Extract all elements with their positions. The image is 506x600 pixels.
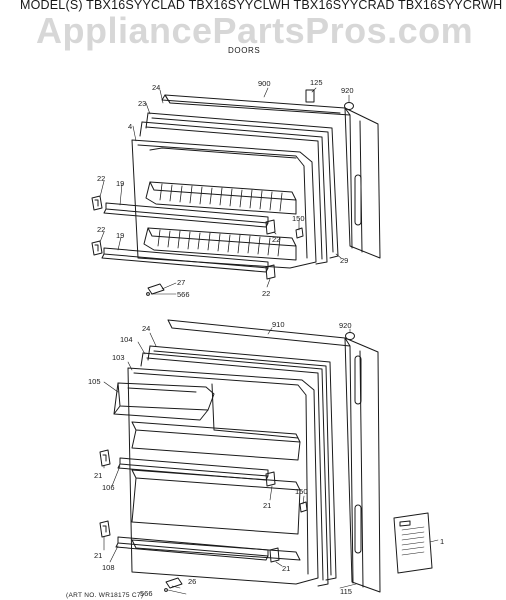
- callout-900: 900: [258, 79, 271, 88]
- door-stop-150: [295, 227, 304, 239]
- callout-29: 29: [340, 256, 348, 265]
- plug-920: [344, 102, 354, 110]
- art-number: (ART NO. WR18175 C7): [66, 592, 144, 599]
- callout-104: 104: [120, 335, 133, 344]
- shelf-bar-19-lower: [101, 247, 269, 273]
- callout-24: 24: [142, 324, 150, 333]
- callout-23: 23: [138, 99, 146, 108]
- callout-566: 566: [140, 589, 153, 598]
- hinge-26-566: [164, 577, 183, 592]
- callout-105: 105: [88, 377, 101, 386]
- shelf-bar-106: [117, 457, 269, 481]
- bar-clip-21: [99, 449, 280, 563]
- callout-106: 106: [102, 483, 115, 492]
- label-card-1: [393, 512, 433, 574]
- callout-150: 150: [292, 214, 305, 223]
- callout-21: 21: [282, 564, 290, 573]
- callout-27: 27: [177, 278, 185, 287]
- shelf-bar-108: [115, 536, 269, 561]
- callout-920: 920: [339, 321, 352, 330]
- door-liner-104: [140, 352, 329, 587]
- callout-125: 125: [310, 78, 323, 87]
- watermark: AppliancePartsPros.com: [36, 10, 474, 51]
- callout-22: 22: [272, 235, 280, 244]
- shelf-bar-19-upper: [103, 202, 269, 228]
- inner-door-liner-4: [131, 139, 317, 269]
- callout-4: 4: [128, 122, 132, 131]
- callout-910: 910: [272, 320, 285, 329]
- diagram-header: MODEL(S) TBX16SYYCLAD TBX16SYYCLWH TBX16…: [0, 0, 506, 20]
- door-panel-910: [167, 319, 381, 593]
- cap-125: [305, 89, 315, 103]
- callout-103: 103: [112, 353, 125, 362]
- fresh-food-door-assembly: [99, 319, 439, 595]
- freezer-door-assembly: [91, 87, 381, 296]
- plug-920-lower: [345, 332, 355, 340]
- bar-clip-22: [91, 195, 276, 280]
- hinge-27-566: [146, 283, 165, 296]
- door-panel-900: [161, 94, 381, 259]
- callout-920: 920: [341, 86, 354, 95]
- callout-1: 1: [440, 537, 444, 546]
- door-liner-23: [139, 121, 328, 265]
- callout-21: 21: [94, 471, 102, 480]
- callout-26: 26: [188, 577, 196, 586]
- callout-21: 21: [94, 551, 102, 560]
- callout-566: 566: [177, 290, 190, 299]
- callout-108: 108: [102, 563, 115, 572]
- callout-22: 22: [97, 225, 105, 234]
- callout-19: 19: [116, 231, 124, 240]
- callout-22: 22: [97, 174, 105, 183]
- gasket-24: [145, 112, 339, 259]
- callout-19: 19: [116, 179, 124, 188]
- callout-21: 21: [263, 501, 271, 510]
- callout-150: 150: [295, 487, 308, 496]
- callout-22: 22: [262, 289, 270, 298]
- door-stop-150-lower: [299, 501, 308, 513]
- dairy-door-105: [113, 382, 215, 421]
- callout-115: 115: [340, 587, 352, 596]
- model-list: MODEL(S) TBX16SYYCLAD TBX16SYYCLWH TBX16…: [20, 0, 503, 12]
- callout-24: 24: [152, 83, 160, 92]
- section-title: DOORS: [228, 46, 261, 55]
